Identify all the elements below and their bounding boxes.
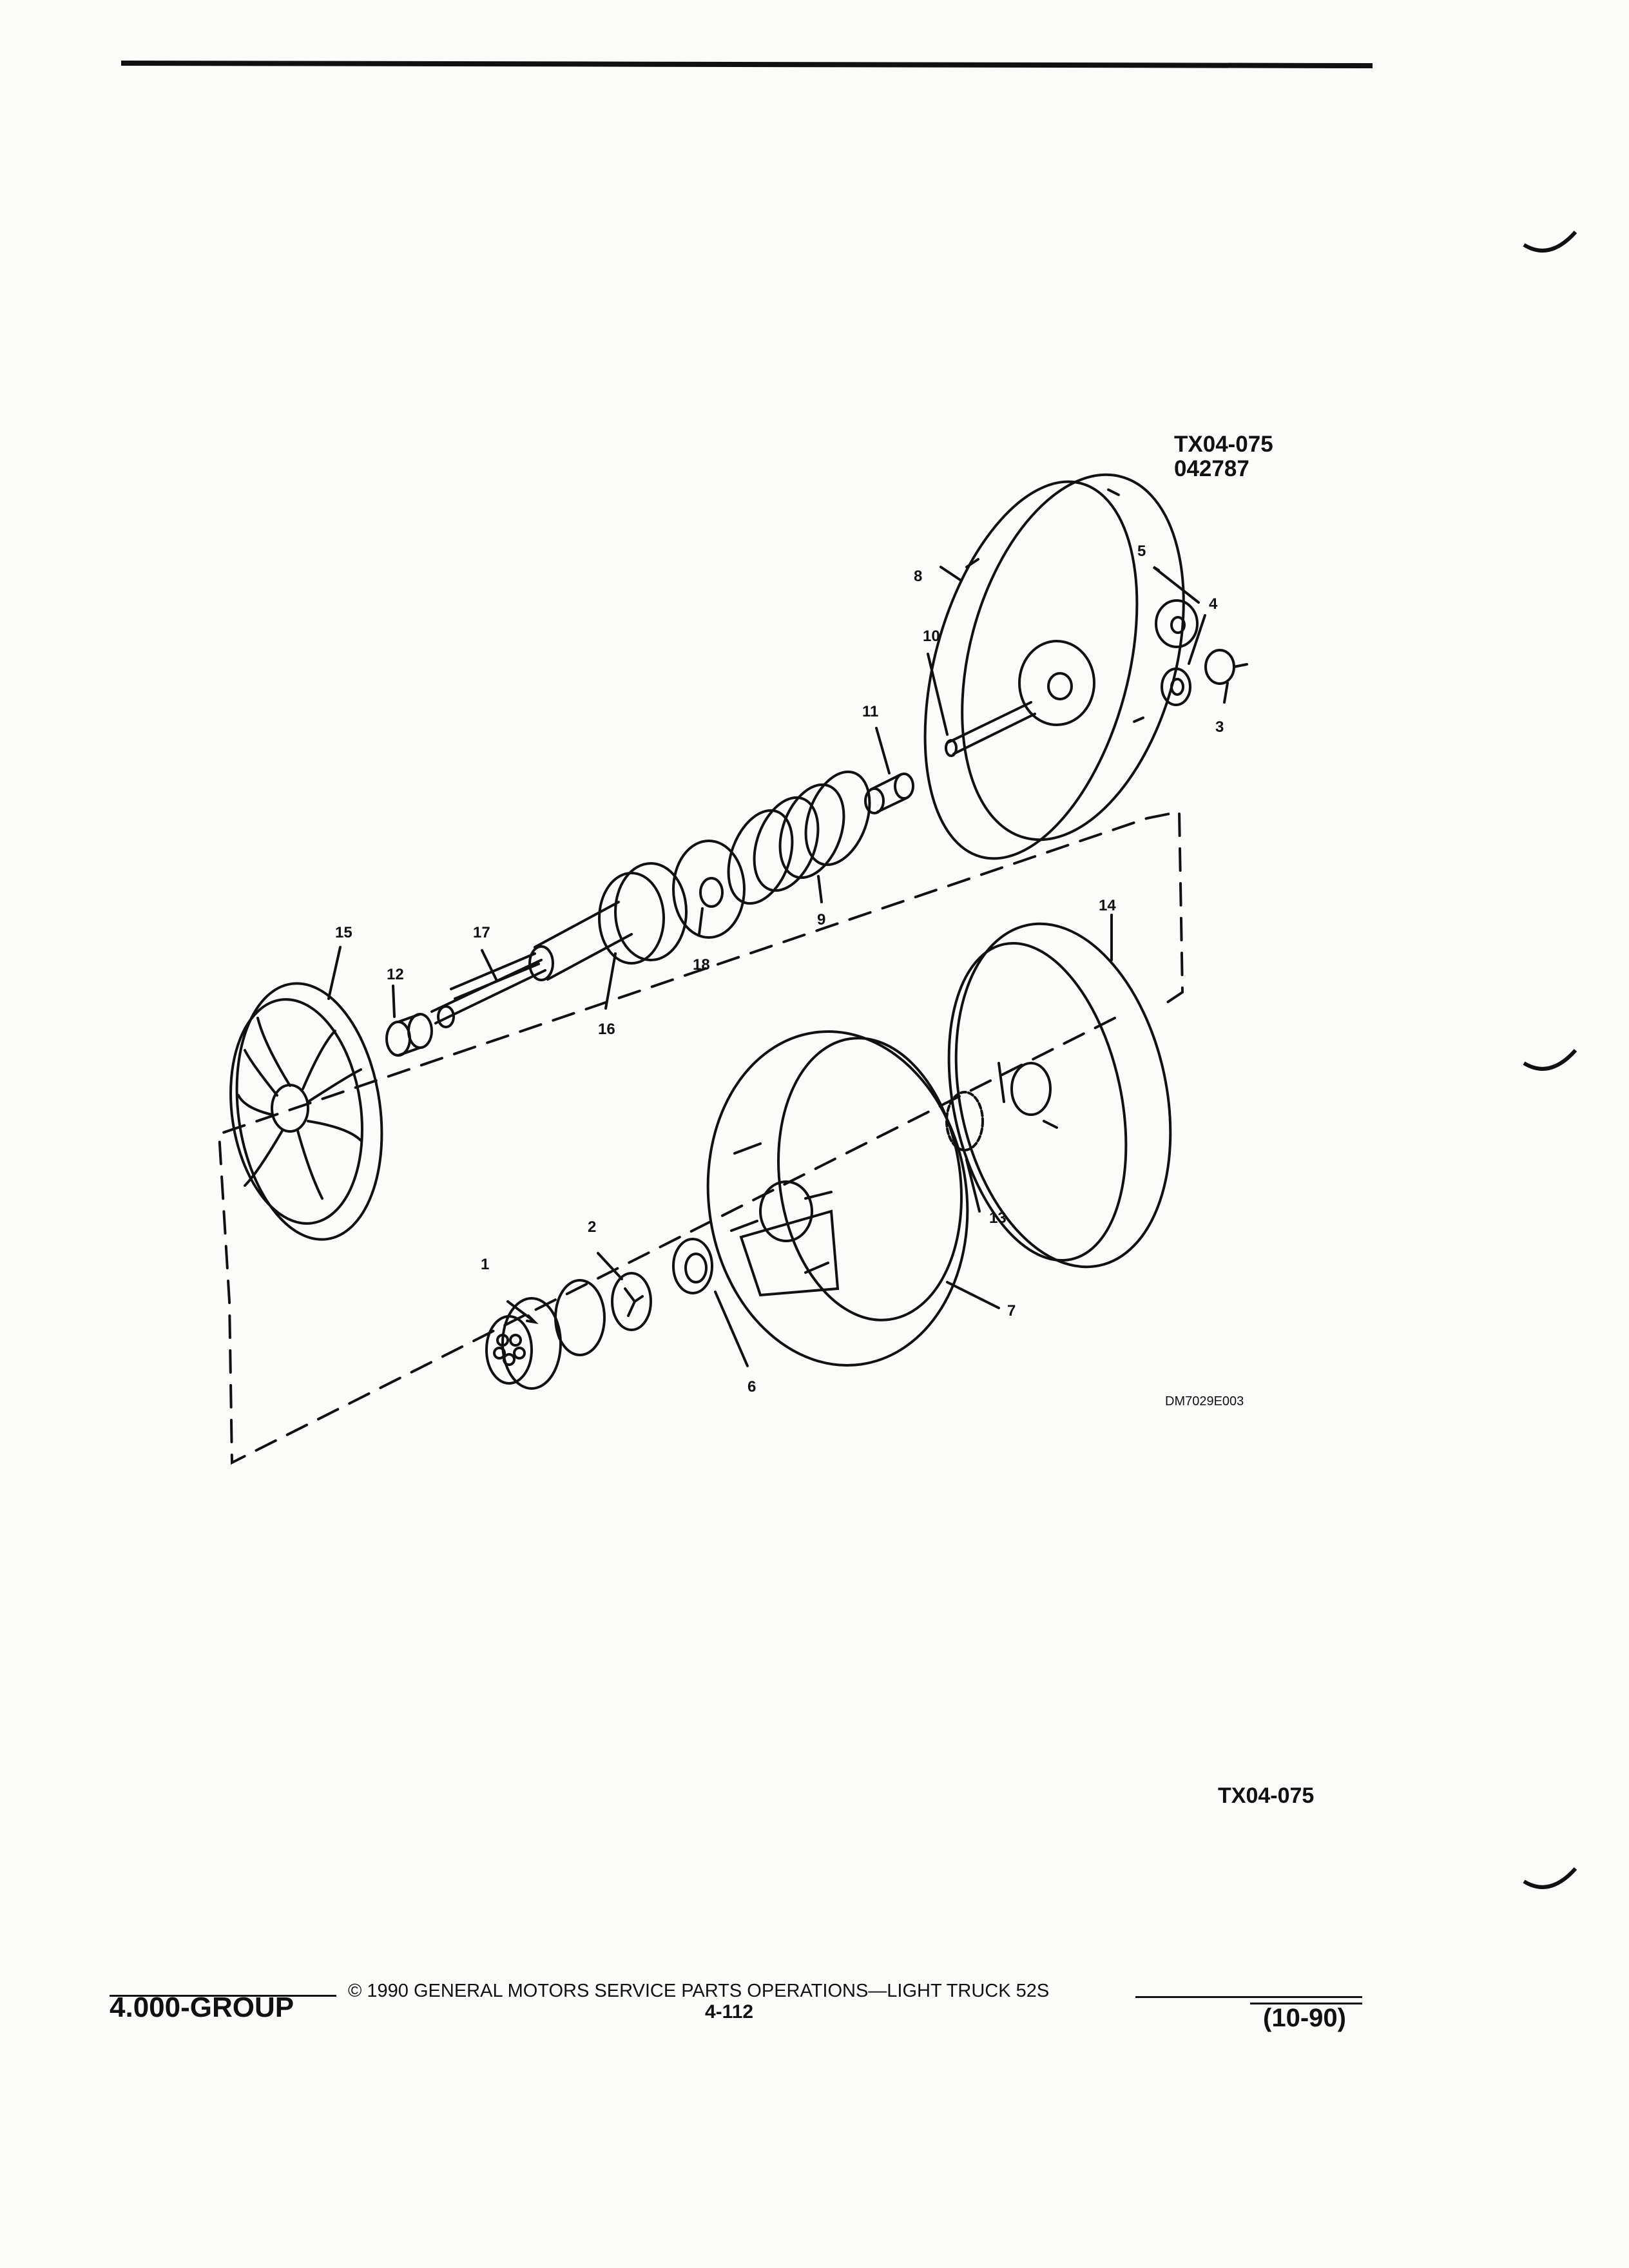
callout-4: 4	[1209, 595, 1218, 613]
footer-rule-right	[1135, 1996, 1362, 1998]
callout-12: 12	[387, 966, 404, 983]
callout-labels: 1 2 3 4 5 6 7 8 9 10 11 12 13 14 15 16 1…	[335, 543, 1224, 1396]
part-10-pin	[945, 701, 1036, 757]
part-5-washer	[1155, 599, 1199, 648]
footer-rule-bottom	[1250, 2003, 1362, 2004]
part-7-housing	[706, 1030, 969, 1367]
part-15-turbine	[229, 982, 383, 1241]
callout-10: 10	[923, 628, 940, 645]
footer-rule-left	[110, 1995, 336, 1997]
callout-6: 6	[747, 1378, 756, 1396]
figure-number: 042787	[1174, 456, 1249, 481]
part-17-rod	[430, 959, 546, 1028]
binder-mark-middle	[1523, 1049, 1577, 1071]
callout-5: 5	[1137, 543, 1146, 560]
callout-2: 2	[588, 1218, 596, 1236]
figure-code: TX04-075	[1174, 432, 1273, 457]
callout-3: 3	[1215, 718, 1224, 736]
figure-footer-code: TX04-075	[1218, 1783, 1315, 1808]
callout-7: 7	[1007, 1302, 1016, 1320]
callout-1: 1	[481, 1256, 489, 1273]
callout-15: 15	[335, 924, 352, 941]
callout-17: 17	[473, 924, 490, 941]
part-9-spring	[727, 770, 871, 905]
part-3-plug	[1204, 649, 1248, 685]
footer-revision: (10-90)	[1263, 2004, 1346, 2032]
callout-9: 9	[817, 911, 825, 928]
part-4-seal	[1161, 668, 1191, 706]
binder-mark-bottom	[1523, 1867, 1577, 1889]
callout-8: 8	[914, 568, 922, 585]
part-18-washer	[672, 840, 746, 939]
part-8-cover	[923, 473, 1185, 860]
part-2-stator	[611, 1272, 652, 1331]
part-12-bushing	[385, 1013, 433, 1057]
callout-16: 16	[598, 1021, 615, 1038]
leader-lines	[327, 566, 1229, 1367]
drawing-id: DM7029E003	[1165, 1394, 1244, 1408]
part-1-hub	[485, 1279, 606, 1390]
part-6-seal	[672, 1238, 713, 1294]
footer-copyright: © 1990 GENERAL MOTORS SERVICE PARTS OPER…	[348, 1981, 1050, 2001]
footer-page-number: 4-112	[705, 2001, 754, 2023]
callout-14: 14	[1099, 897, 1116, 914]
assembly-dashed-boundary	[217, 810, 1184, 1465]
callout-13: 13	[989, 1209, 1007, 1227]
callout-18: 18	[693, 956, 710, 974]
binder-mark-top	[1523, 231, 1577, 253]
footer-group: 4.000-GROUP	[110, 1992, 294, 2023]
part-14-cover	[947, 922, 1172, 1269]
callout-11: 11	[862, 703, 878, 720]
part-11-sleeve	[864, 773, 914, 814]
